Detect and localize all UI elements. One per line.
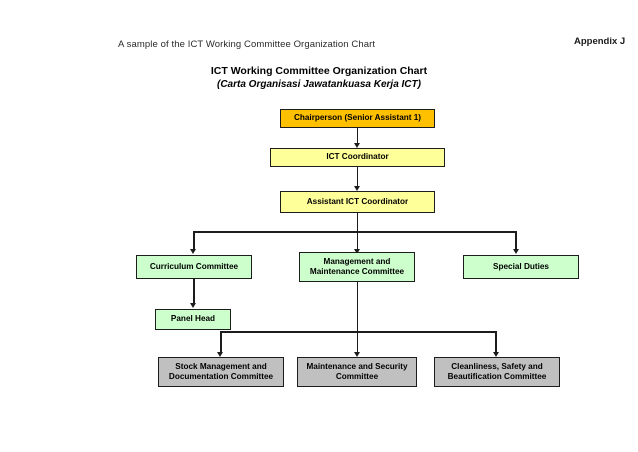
node-ict-coordinator[interactable]: ICT Coordinator — [270, 148, 445, 167]
arrow-panel-head — [190, 303, 197, 308]
node-cleanliness-committee-label: Cleanliness, Safety and Beautification C… — [447, 361, 547, 382]
connector-to-cleanliness-committee — [495, 331, 497, 354]
node-panel-head[interactable]: Panel Head — [155, 309, 231, 330]
connector-chairperson-to-ict-coordinator — [356, 128, 359, 145]
connector-curriculum-to-panel-head — [193, 279, 195, 305]
chart-subtitle: (Carta Organisasi Jawatankuasa Kerja ICT… — [217, 79, 421, 90]
node-special-duties-label: Special Duties — [493, 261, 549, 271]
node-stock-management-committee-label: Stock Management and Documentation Commi… — [168, 361, 274, 382]
node-assistant-ict-coordinator[interactable]: Assistant ICT Coordinator — [280, 191, 435, 213]
arrow-special-duties — [512, 249, 519, 254]
connector-management-maintenance-stem — [356, 282, 359, 354]
connector-ict-coordinator-to-assistant — [356, 167, 359, 188]
node-cleanliness-committee[interactable]: Cleanliness, Safety and Beautification C… — [434, 357, 560, 387]
node-assistant-ict-coordinator-label: Assistant ICT Coordinator — [306, 196, 409, 206]
node-maintenance-security-committee[interactable]: Maintenance and Security Committee — [297, 357, 417, 387]
document-note: A sample of the ICT Working Committee Or… — [118, 39, 376, 50]
node-maintenance-security-committee-label: Maintenance and Security Committee — [306, 361, 408, 382]
arrow-assistant-ict-coordinator — [353, 186, 360, 191]
connector-to-management-maintenance — [356, 231, 359, 251]
node-chairperson-label: Chairperson (Senior Assistant 1) — [293, 113, 422, 123]
appendix-label: Appendix J — [574, 36, 626, 47]
distribution-bar-level-6 — [220, 331, 497, 333]
node-ict-coordinator-label: ICT Coordinator — [326, 152, 389, 162]
connector-to-special-duties — [515, 231, 517, 251]
arrow-ict-coordinator — [353, 143, 360, 148]
connector-assistant-stem — [356, 213, 359, 232]
node-curriculum-committee-label: Curriculum Committee — [149, 261, 239, 271]
chart-title: ICT Working Committee Organization Chart — [210, 65, 428, 77]
node-management-maintenance-committee[interactable]: Management and Maintenance Committee — [299, 252, 415, 282]
arrow-curriculum-committee — [190, 249, 197, 254]
distribution-bar-level-4 — [193, 231, 517, 233]
node-special-duties[interactable]: Special Duties — [463, 255, 579, 279]
arrow-management-maintenance-committee — [353, 249, 360, 254]
node-panel-head-label: Panel Head — [170, 314, 216, 324]
arrow-stock-management-committee — [217, 352, 224, 357]
arrow-cleanliness-committee — [492, 352, 499, 357]
node-chairperson[interactable]: Chairperson (Senior Assistant 1) — [280, 109, 435, 128]
chart-title-block: ICT Working Committee Organization Chart… — [0, 65, 638, 91]
arrow-maintenance-security-committee — [353, 352, 360, 357]
connector-to-curriculum — [193, 231, 195, 251]
node-curriculum-committee[interactable]: Curriculum Committee — [136, 255, 252, 279]
node-stock-management-committee[interactable]: Stock Management and Documentation Commi… — [158, 357, 284, 387]
connector-to-stock-committee — [220, 331, 222, 354]
node-management-maintenance-committee-label: Management and Maintenance Committee — [309, 256, 405, 277]
